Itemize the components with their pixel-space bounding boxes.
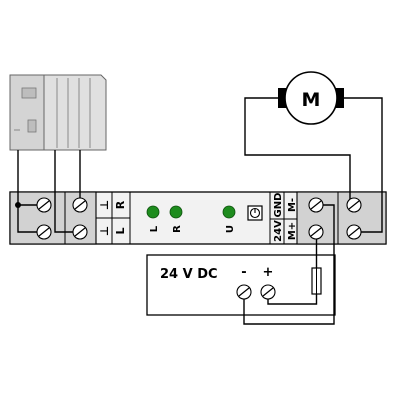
led-u bbox=[222, 205, 236, 219]
led-label-r: R bbox=[172, 225, 183, 233]
wire-motor-left bbox=[244, 97, 351, 205]
motor-right-flange bbox=[335, 88, 344, 108]
led-l bbox=[146, 205, 160, 219]
screw-terminals bbox=[15, 197, 362, 300]
label-m-plus: M+ bbox=[287, 222, 298, 240]
motor-circle bbox=[284, 71, 338, 125]
wires bbox=[17, 97, 383, 325]
power-supply-minus: - bbox=[241, 265, 246, 280]
screw-terminal bbox=[72, 197, 88, 213]
led-label-l: L bbox=[149, 225, 160, 232]
screw-terminal bbox=[308, 197, 324, 213]
controller-left-panel bbox=[9, 74, 45, 151]
controller-display bbox=[21, 87, 37, 99]
screw-terminal bbox=[236, 284, 252, 300]
screw-terminal bbox=[260, 284, 276, 300]
label-l-bottom: L bbox=[114, 227, 127, 234]
motor-left-flange bbox=[278, 88, 287, 108]
screw-slot bbox=[38, 200, 50, 210]
label-ground-bottom: ⊥ bbox=[98, 226, 111, 236]
controller bbox=[9, 74, 107, 151]
wire-ground-jumper bbox=[17, 205, 40, 233]
screw-slot bbox=[348, 227, 360, 237]
led-r bbox=[169, 205, 183, 219]
wire-supply-minus-gnd bbox=[243, 204, 335, 325]
led-label-u: U bbox=[225, 225, 236, 233]
screw-terminal bbox=[15, 202, 21, 208]
wire-motor-right bbox=[344, 97, 383, 233]
screw-terminal bbox=[308, 224, 324, 240]
screw-terminal bbox=[36, 197, 52, 213]
screw-slot bbox=[38, 227, 50, 237]
screw-terminal bbox=[346, 197, 362, 213]
module: ⊥ R ⊥ L L R U 24V M+ GND M- bbox=[9, 191, 387, 245]
label-gnd: GND bbox=[273, 193, 284, 218]
junction-dot bbox=[15, 202, 21, 208]
label-24v: 24V bbox=[273, 220, 284, 242]
screw-slot bbox=[310, 227, 322, 237]
motor-label: M bbox=[302, 89, 321, 111]
motor: M bbox=[278, 71, 344, 125]
screw-slot bbox=[74, 227, 86, 237]
screw-slot bbox=[238, 287, 250, 297]
wire-controller-l bbox=[54, 150, 73, 233]
label-r-top: R bbox=[114, 200, 127, 209]
screw-terminal bbox=[36, 224, 52, 240]
controller-port bbox=[27, 119, 37, 133]
label-m-minus: M- bbox=[287, 198, 298, 212]
screw-slot bbox=[348, 200, 360, 210]
controller-body bbox=[43, 74, 107, 151]
screw-slot bbox=[262, 287, 274, 297]
power-supply-box bbox=[146, 254, 336, 316]
screw-terminal bbox=[346, 224, 362, 240]
screw-terminal bbox=[72, 224, 88, 240]
screw-slot bbox=[74, 200, 86, 210]
screw-slot bbox=[310, 200, 322, 210]
power-supply-plus: + bbox=[263, 265, 274, 280]
label-ground-top: ⊥ bbox=[98, 200, 111, 210]
power-supply: 24 V DC - + bbox=[146, 254, 336, 316]
power-supply-label: 24 V DC bbox=[160, 267, 218, 282]
